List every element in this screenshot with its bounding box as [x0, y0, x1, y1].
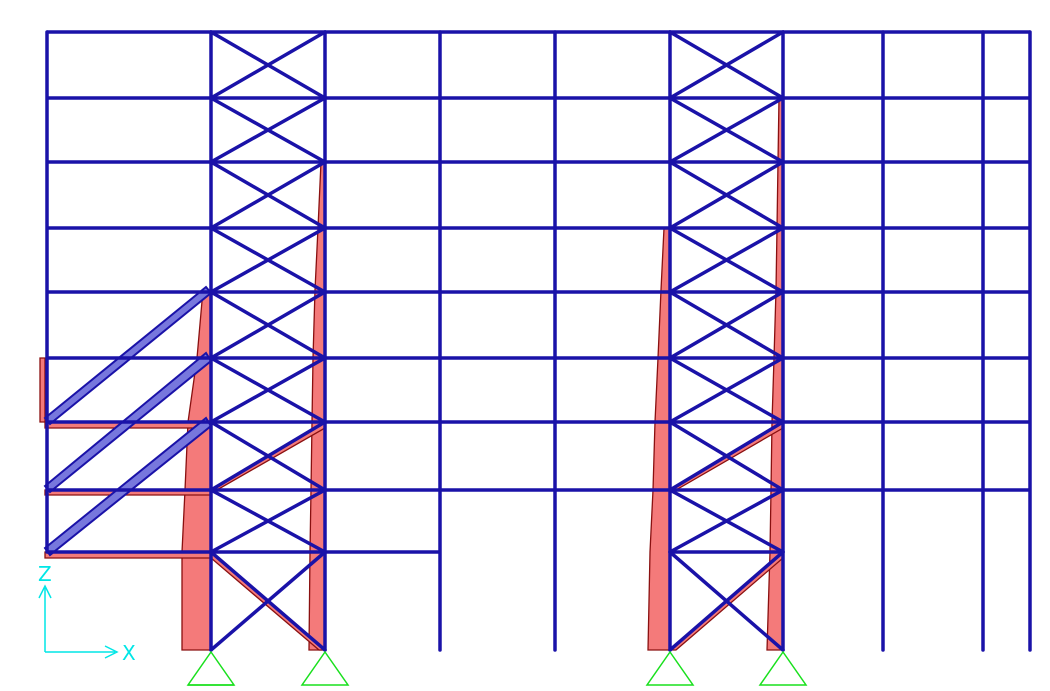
- force-fill: [181, 289, 212, 651]
- coordinate-axes-icon: Z X: [38, 562, 136, 665]
- axis-label-z: Z: [38, 562, 52, 586]
- frame-members: [45, 30, 1032, 652]
- pinned-support-icon: [758, 650, 808, 686]
- x-bracing-right: [668, 30, 785, 652]
- pinned-support-icon: [645, 650, 695, 686]
- force-fill: [766, 97, 784, 651]
- inclined-strut: [43, 285, 213, 426]
- pinned-support-icon: [300, 650, 350, 686]
- supports: [186, 650, 808, 686]
- force-fill: [647, 227, 671, 651]
- force-fill: [39, 357, 46, 423]
- axis-label-x: X: [122, 641, 136, 665]
- x-bracing-left: [209, 30, 327, 652]
- pinned-support-icon: [186, 650, 236, 686]
